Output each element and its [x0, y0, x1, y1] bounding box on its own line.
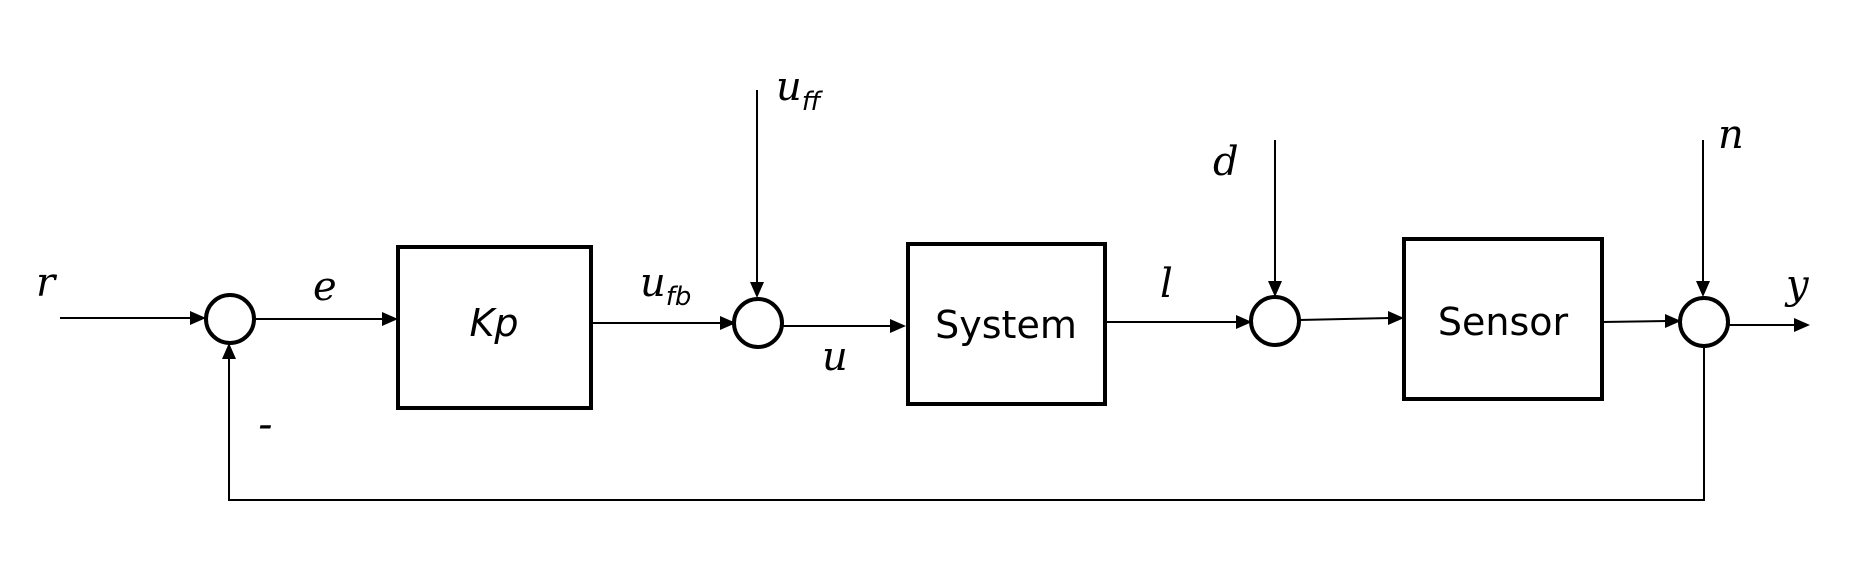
arrowhead-noise: [1696, 281, 1710, 297]
arrowhead-feedback-control: [720, 316, 736, 330]
signal-label-disturbance: d: [1213, 139, 1239, 185]
signal-label-feedback-control-base: u: [640, 260, 666, 306]
signal-label-reference: r: [36, 260, 58, 306]
wire-sensor-output: [1601, 320, 1668, 323]
signal-label-error: e: [313, 264, 337, 310]
arrowhead-control: [890, 319, 906, 333]
controller-label: Kp: [469, 301, 518, 345]
plant-label: System: [935, 303, 1077, 347]
arrowhead-output: [1794, 318, 1810, 332]
summing-junction-disturbance: [1249, 295, 1301, 347]
signal-label-feedforward-base: u: [776, 64, 802, 110]
arrowhead-disturbed-output: [1388, 311, 1404, 325]
sensor-label: Sensor: [1438, 300, 1569, 344]
controller-block: [396, 245, 593, 410]
signal-label-output: y: [1784, 262, 1810, 308]
signal-label-feedback-control: ufb: [640, 260, 691, 312]
wire-disturbed-output: [1298, 317, 1391, 321]
signal-label-feedback-control-subscript: fb: [666, 282, 692, 312]
feedback-sign: -: [258, 402, 272, 448]
arrowhead-plant-output: [1236, 315, 1252, 329]
summing-junction-control: [732, 297, 784, 349]
wire-feedback-loop: [228, 346, 1705, 501]
signal-label-feedforward-subscript: ff: [802, 87, 824, 117]
arrowhead-error: [382, 312, 398, 326]
arrowhead-sensor-output: [1665, 314, 1681, 328]
signal-label-feedforward: uff: [776, 64, 824, 117]
arrowhead-feedforward: [750, 282, 764, 298]
arrowhead-reference: [190, 311, 206, 325]
plant-block: [906, 242, 1107, 406]
arrowhead-feedback-loop: [222, 343, 236, 359]
summing-junction-noise: [1678, 296, 1730, 348]
summing-junction-error: [204, 293, 256, 345]
signal-label-control: u: [822, 334, 848, 380]
signal-label-plant-output: l: [1160, 261, 1173, 307]
sensor-block: [1402, 237, 1604, 401]
signal-label-noise: n: [1718, 112, 1744, 158]
arrowhead-disturbance: [1268, 281, 1282, 297]
